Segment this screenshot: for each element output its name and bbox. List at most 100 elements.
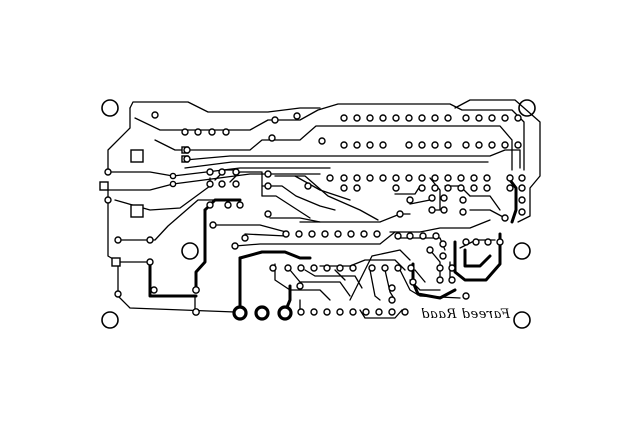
pad	[444, 114, 452, 122]
mounting-hole	[513, 311, 531, 329]
pad	[284, 264, 292, 272]
pad	[405, 114, 413, 122]
pad	[506, 184, 514, 192]
pad	[405, 141, 413, 149]
pad	[448, 264, 456, 272]
pad	[392, 114, 400, 122]
pad	[308, 230, 316, 238]
pad	[353, 184, 361, 192]
pad	[297, 264, 305, 272]
pad	[373, 230, 381, 238]
pad	[104, 196, 112, 204]
pad	[336, 308, 344, 316]
mounting-hole	[101, 311, 119, 329]
pad	[475, 114, 483, 122]
large-pad	[232, 305, 248, 321]
pad	[431, 141, 439, 149]
pad	[232, 168, 240, 176]
pad	[146, 236, 154, 244]
pad	[428, 206, 436, 214]
pad	[340, 141, 348, 149]
pad	[406, 232, 414, 240]
pad	[241, 234, 249, 242]
pad	[406, 196, 414, 204]
pad	[388, 284, 396, 292]
pad	[459, 196, 467, 204]
round-pads	[104, 111, 526, 316]
pad	[418, 184, 426, 192]
pad	[392, 184, 400, 192]
pad	[394, 264, 402, 272]
pad	[310, 308, 318, 316]
pad	[236, 201, 244, 209]
pad	[375, 308, 383, 316]
pad	[209, 221, 217, 229]
pad	[218, 180, 226, 188]
pad	[297, 308, 305, 316]
pad	[518, 208, 526, 216]
pad	[401, 308, 409, 316]
pad	[224, 201, 232, 209]
pad	[444, 141, 452, 149]
pad	[444, 174, 452, 182]
square-pad	[130, 149, 144, 163]
pad	[501, 214, 509, 222]
pad	[349, 264, 357, 272]
pad	[353, 141, 361, 149]
pad	[436, 264, 444, 272]
pad	[488, 114, 496, 122]
pad	[366, 141, 374, 149]
pad	[271, 116, 279, 124]
pad	[360, 230, 368, 238]
pad	[379, 141, 387, 149]
mounting-hole	[513, 242, 531, 260]
pad	[181, 128, 189, 136]
signal-traces	[107, 99, 541, 319]
large-pad	[254, 305, 270, 321]
pad	[418, 114, 426, 122]
pad	[334, 230, 342, 238]
pad	[183, 146, 191, 154]
pad	[409, 278, 417, 286]
pad	[475, 141, 483, 149]
pad	[431, 114, 439, 122]
pad	[462, 238, 470, 246]
pad	[169, 180, 177, 188]
pad	[222, 128, 230, 136]
pad	[459, 208, 467, 216]
mounting-holes	[101, 99, 536, 329]
pad	[192, 308, 200, 316]
pad	[457, 174, 465, 182]
pad	[462, 141, 470, 149]
pad	[483, 184, 491, 192]
pad	[496, 238, 504, 246]
pad	[388, 308, 396, 316]
pad	[394, 232, 402, 240]
pad	[151, 111, 159, 119]
pad	[501, 141, 509, 149]
pad	[349, 308, 357, 316]
pad	[392, 174, 400, 182]
pad	[326, 174, 334, 182]
pad	[340, 174, 348, 182]
pad	[231, 242, 239, 250]
pad	[264, 170, 272, 178]
pad	[483, 174, 491, 182]
pad	[282, 230, 290, 238]
pad	[347, 230, 355, 238]
pad	[436, 276, 444, 284]
pad	[514, 141, 522, 149]
pad	[206, 168, 214, 176]
pad	[518, 196, 526, 204]
pad	[310, 264, 318, 272]
pad	[431, 174, 439, 182]
pad	[432, 232, 440, 240]
pad	[428, 194, 436, 202]
pad	[323, 308, 331, 316]
pad	[304, 182, 312, 190]
pad	[444, 184, 452, 192]
pad	[114, 236, 122, 244]
signature-text: Fareed Raad	[421, 307, 511, 322]
pad	[340, 114, 348, 122]
